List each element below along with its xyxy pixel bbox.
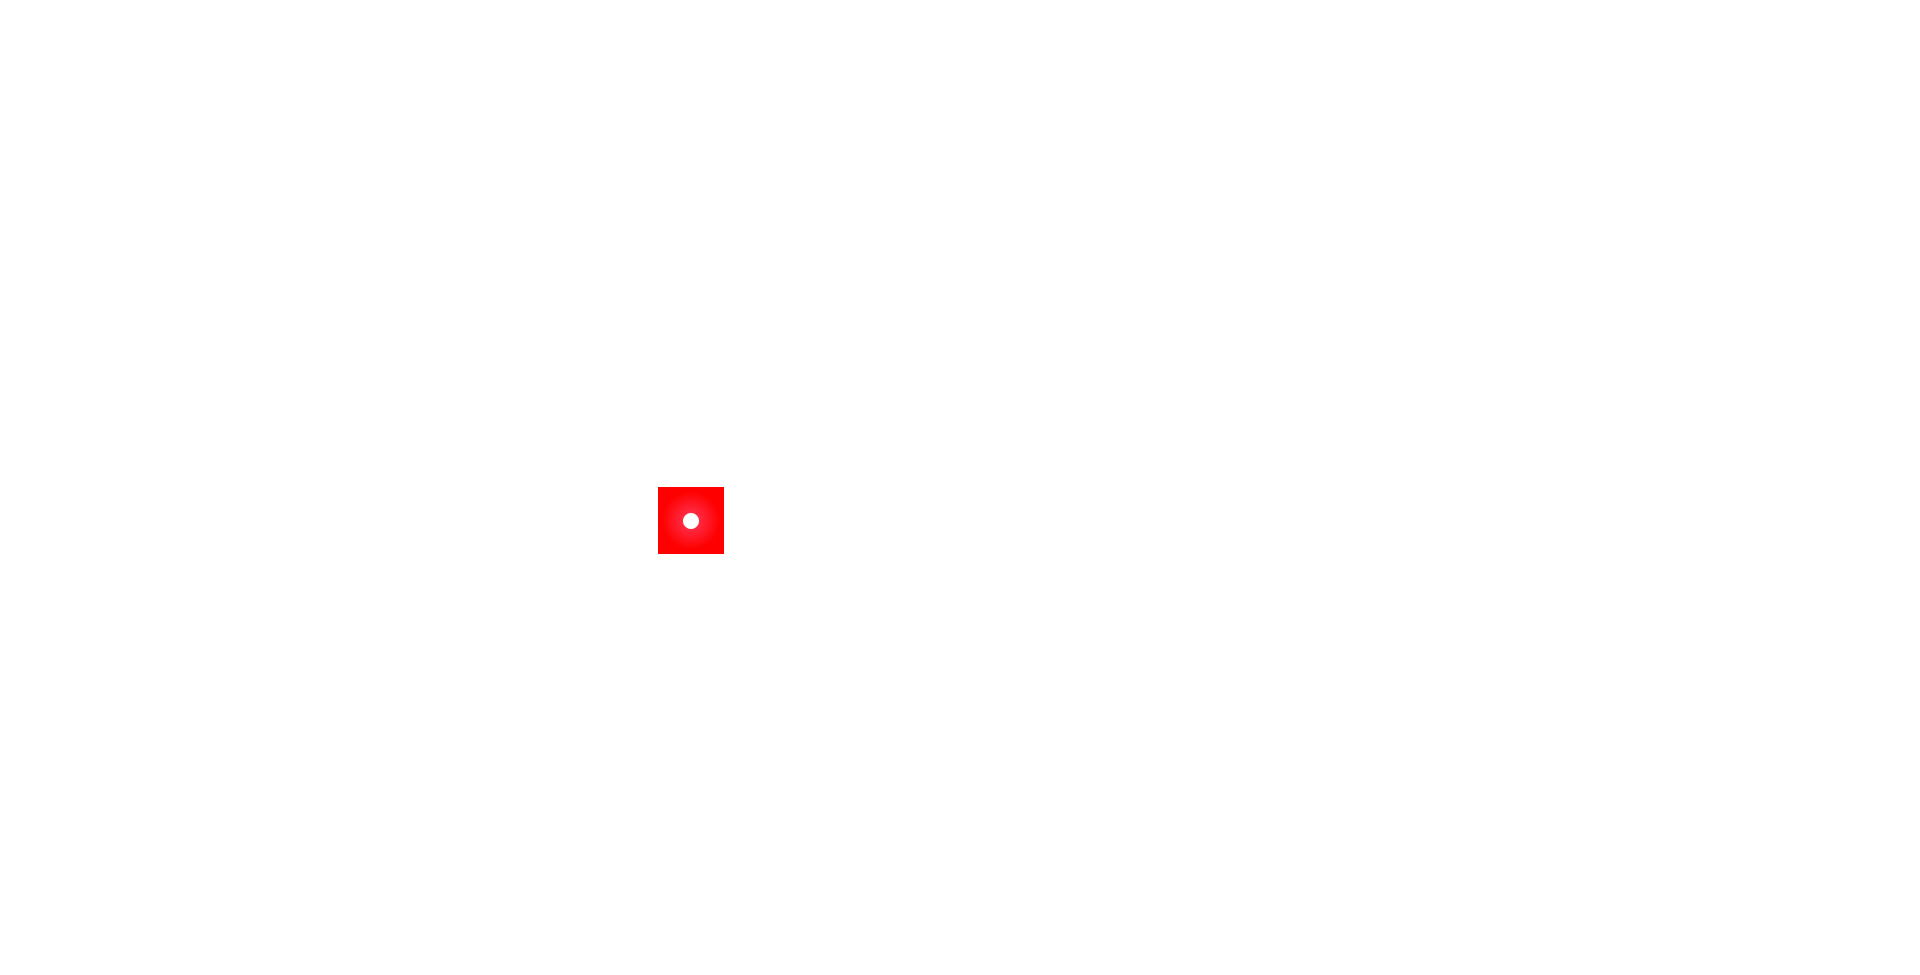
click-marker-dot [683, 512, 699, 529]
click-marker[interactable] [658, 487, 724, 554]
